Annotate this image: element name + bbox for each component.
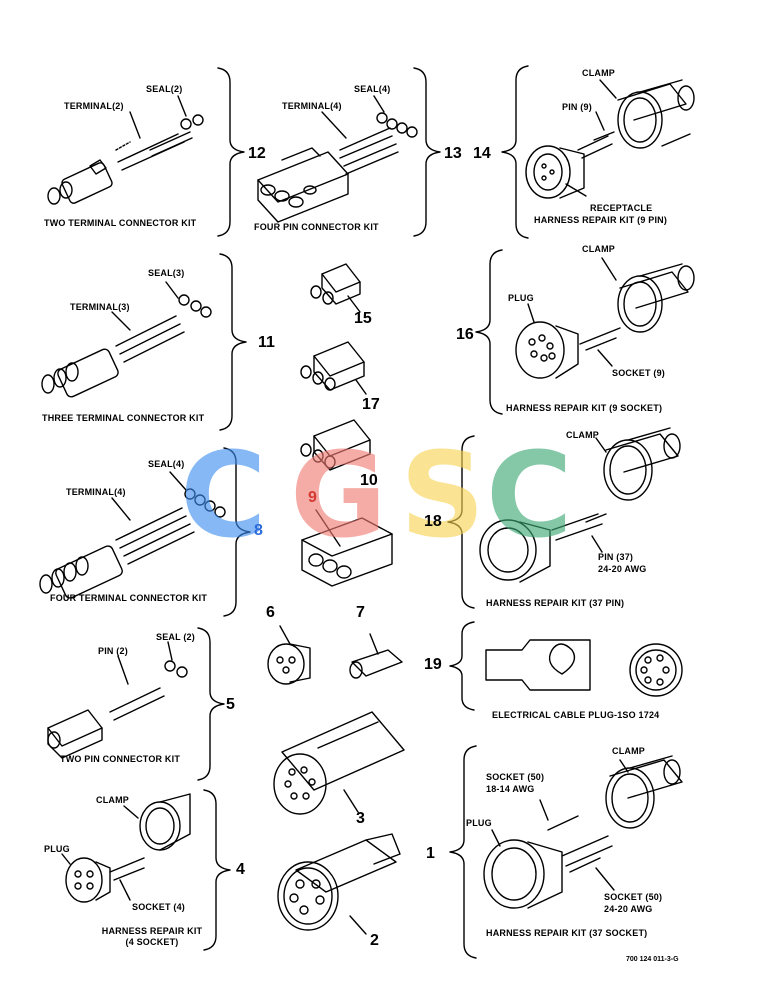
kit-19-drawing	[485, 639, 683, 697]
kit-18-number: 18	[424, 513, 442, 530]
kit-18-clamp-label: CLAMP	[566, 430, 599, 440]
kit-13-terminal-label: TERMINAL(4)	[282, 101, 342, 111]
kit-4-number: 4	[236, 861, 245, 878]
brace-11	[219, 253, 247, 431]
kit-18-awg-label: 24-20 AWG	[598, 564, 647, 574]
watermark-letter-s: S	[400, 426, 485, 564]
kit-16-clamp-label: CLAMP	[582, 244, 615, 254]
kit-13-title: FOUR PIN CONNECTOR KIT	[254, 222, 379, 232]
kit-4-drawing	[65, 793, 191, 903]
brace-13	[413, 67, 441, 237]
kit-16-title: HARNESS REPAIR KIT (9 SOCKET)	[506, 403, 663, 413]
brace-14	[501, 65, 529, 239]
connector-9-drawing	[301, 509, 393, 587]
kit-12-number: 12	[248, 145, 266, 162]
kit-1-socket1-label: SOCKET (50)	[486, 772, 545, 782]
brace-18	[447, 435, 475, 609]
kit-1-socket2-label: SOCKET (50)	[604, 892, 663, 902]
connector-2-number: 2	[370, 932, 379, 949]
connector-10-number: 10	[360, 472, 378, 489]
kit-16-number: 16	[456, 326, 474, 343]
kit-1-title: HARNESS REPAIR KIT (37 SOCKET)	[486, 928, 648, 938]
kit-1-clamp-label: CLAMP	[612, 746, 645, 756]
brace-5	[197, 627, 225, 781]
kit-12-terminal-label: TERMINAL(2)	[64, 101, 124, 111]
kit-19-number: 19	[424, 656, 442, 673]
connector-3-drawing	[273, 711, 405, 815]
kit-8-drawing	[39, 488, 226, 599]
brace-1	[449, 745, 477, 959]
kit-1-socket1-awg: 18-14 AWG	[486, 784, 535, 794]
kit-1-drawing	[483, 755, 683, 909]
kit-11-drawing	[41, 294, 212, 398]
watermark-letter-c2: C	[486, 426, 573, 564]
kit-14-clamp-label: CLAMP	[582, 68, 615, 78]
brace-4	[203, 789, 231, 951]
brace-12	[217, 67, 245, 237]
kit-4-clamp-label: CLAMP	[96, 795, 129, 805]
kit-1-socket2-awg: 24-20 AWG	[604, 904, 653, 914]
connector-7-drawing	[349, 633, 403, 679]
brace-8	[223, 447, 251, 617]
kit-14-pin-label: PIN (9)	[562, 102, 592, 112]
connector-15-number: 15	[354, 310, 372, 327]
connector-3-number: 3	[356, 810, 365, 827]
connector-9-number: 9	[308, 489, 317, 506]
kit-18-pin-label: PIN (37)	[598, 552, 634, 562]
kit-11-terminal-label: TERMINAL(3)	[70, 302, 130, 312]
kit-16-plug-label: PLUG	[508, 293, 534, 303]
kit-13-seal-label: SEAL(4)	[354, 84, 391, 94]
connector-6-number: 6	[266, 604, 275, 621]
figure-id: 700 124 011-3-G	[626, 956, 679, 963]
kit-16-drawing	[515, 263, 695, 379]
kit-16-socket-label: SOCKET (9)	[612, 368, 666, 378]
kit-1-number: 1	[426, 845, 435, 862]
kit-14-receptacle-label: RECEPTACLE	[590, 203, 653, 213]
kit-5-title: TWO PIN CONNECTOR KIT	[60, 754, 181, 764]
connector-17-number: 17	[362, 396, 380, 413]
kit-4-socket-label: SOCKET (4)	[132, 902, 186, 912]
kit-4-title: HARNESS REPAIR KIT	[101, 926, 203, 936]
brace-16	[475, 249, 503, 415]
kit-8-seal-label: SEAL(4)	[148, 459, 185, 469]
kit-18-title: HARNESS REPAIR KIT (37 PIN)	[486, 598, 625, 608]
connector-15-drawing	[310, 263, 361, 313]
kit-5-seal-label: SEAL (2)	[156, 632, 195, 642]
connector-17-drawing	[300, 341, 367, 395]
kit-1-plug-label: PLUG	[466, 818, 492, 828]
kit-5-pin-label: PIN (2)	[98, 646, 128, 656]
kit-11-number: 11	[258, 334, 275, 351]
kit-13-number: 13	[444, 145, 462, 162]
kit-14-title: HARNESS REPAIR KIT (9 PIN)	[534, 215, 668, 225]
kit-14-number: 14	[473, 145, 491, 162]
kit-8-title: FOUR TERMINAL CONNECTOR KIT	[50, 593, 208, 603]
kit-4-plug-label: PLUG	[44, 844, 70, 854]
watermark-letter-g: G	[290, 426, 387, 564]
kit-14-drawing	[525, 79, 695, 199]
kit-13-drawing	[257, 112, 418, 223]
kit-5-drawing	[47, 660, 188, 759]
connector-6-drawing	[267, 625, 311, 685]
kit-4-subtitle: (4 SOCKET)	[125, 937, 179, 947]
kit-11-seal-label: SEAL(3)	[148, 268, 185, 278]
kit-8-number: 8	[254, 522, 263, 539]
connector-7-number: 7	[356, 604, 365, 621]
kit-12-seal-label: SEAL(2)	[146, 84, 183, 94]
kit-11-title: THREE TERMINAL CONNECTOR KIT	[42, 413, 205, 423]
kit-18-drawing	[479, 427, 681, 583]
connector-10-drawing	[300, 419, 371, 471]
kit-12-drawing	[47, 114, 204, 205]
kit-19-title: ELECTRICAL CABLE PLUG-1SO 1724	[492, 710, 660, 720]
kit-5-number: 5	[226, 696, 235, 713]
brace-19	[449, 621, 475, 711]
kit-8-terminal-label: TERMINAL(4)	[66, 487, 126, 497]
watermark-letter-c1: C	[180, 426, 267, 564]
kit-12-title: TWO TERMINAL CONNECTOR KIT	[44, 218, 197, 228]
connector-2-drawing	[277, 833, 401, 935]
